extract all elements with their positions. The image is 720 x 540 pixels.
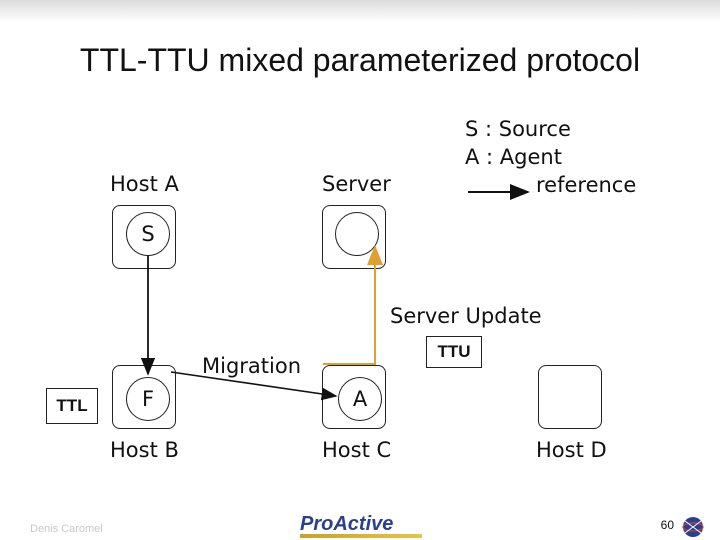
host-b-label: Host B [110,438,179,462]
server-label: Server [322,172,391,196]
ttu-box: TTU [426,336,482,368]
ttl-box: TTL [46,388,98,424]
migration-label: Migration [202,354,302,378]
source-node: S [126,212,170,256]
host-d-box [538,365,602,429]
agent-node: A [338,377,382,421]
host-d-label: Host D [536,438,607,462]
legend-source: S : Source [465,117,571,141]
slide-title: TTL-TTU mixed parameterized protocol [79,42,641,78]
page-number: 60 [660,518,674,532]
globe-icon [682,517,704,537]
server-update-arrow [323,245,383,365]
logo-underline [300,534,422,538]
top-banner [0,0,720,22]
server-update-label: Server Update [390,304,542,328]
reference-arrow-f-to-a [170,371,338,401]
footer-author: Denis Caromel [30,523,103,535]
host-a-label: Host A [110,172,179,196]
forwarder-node: F [126,377,170,421]
proactive-logo: ProActive [300,513,394,535]
legend-agent: A : Agent [465,145,562,169]
legend-reference: reference [536,173,637,197]
host-c-label: Host C [322,438,392,462]
